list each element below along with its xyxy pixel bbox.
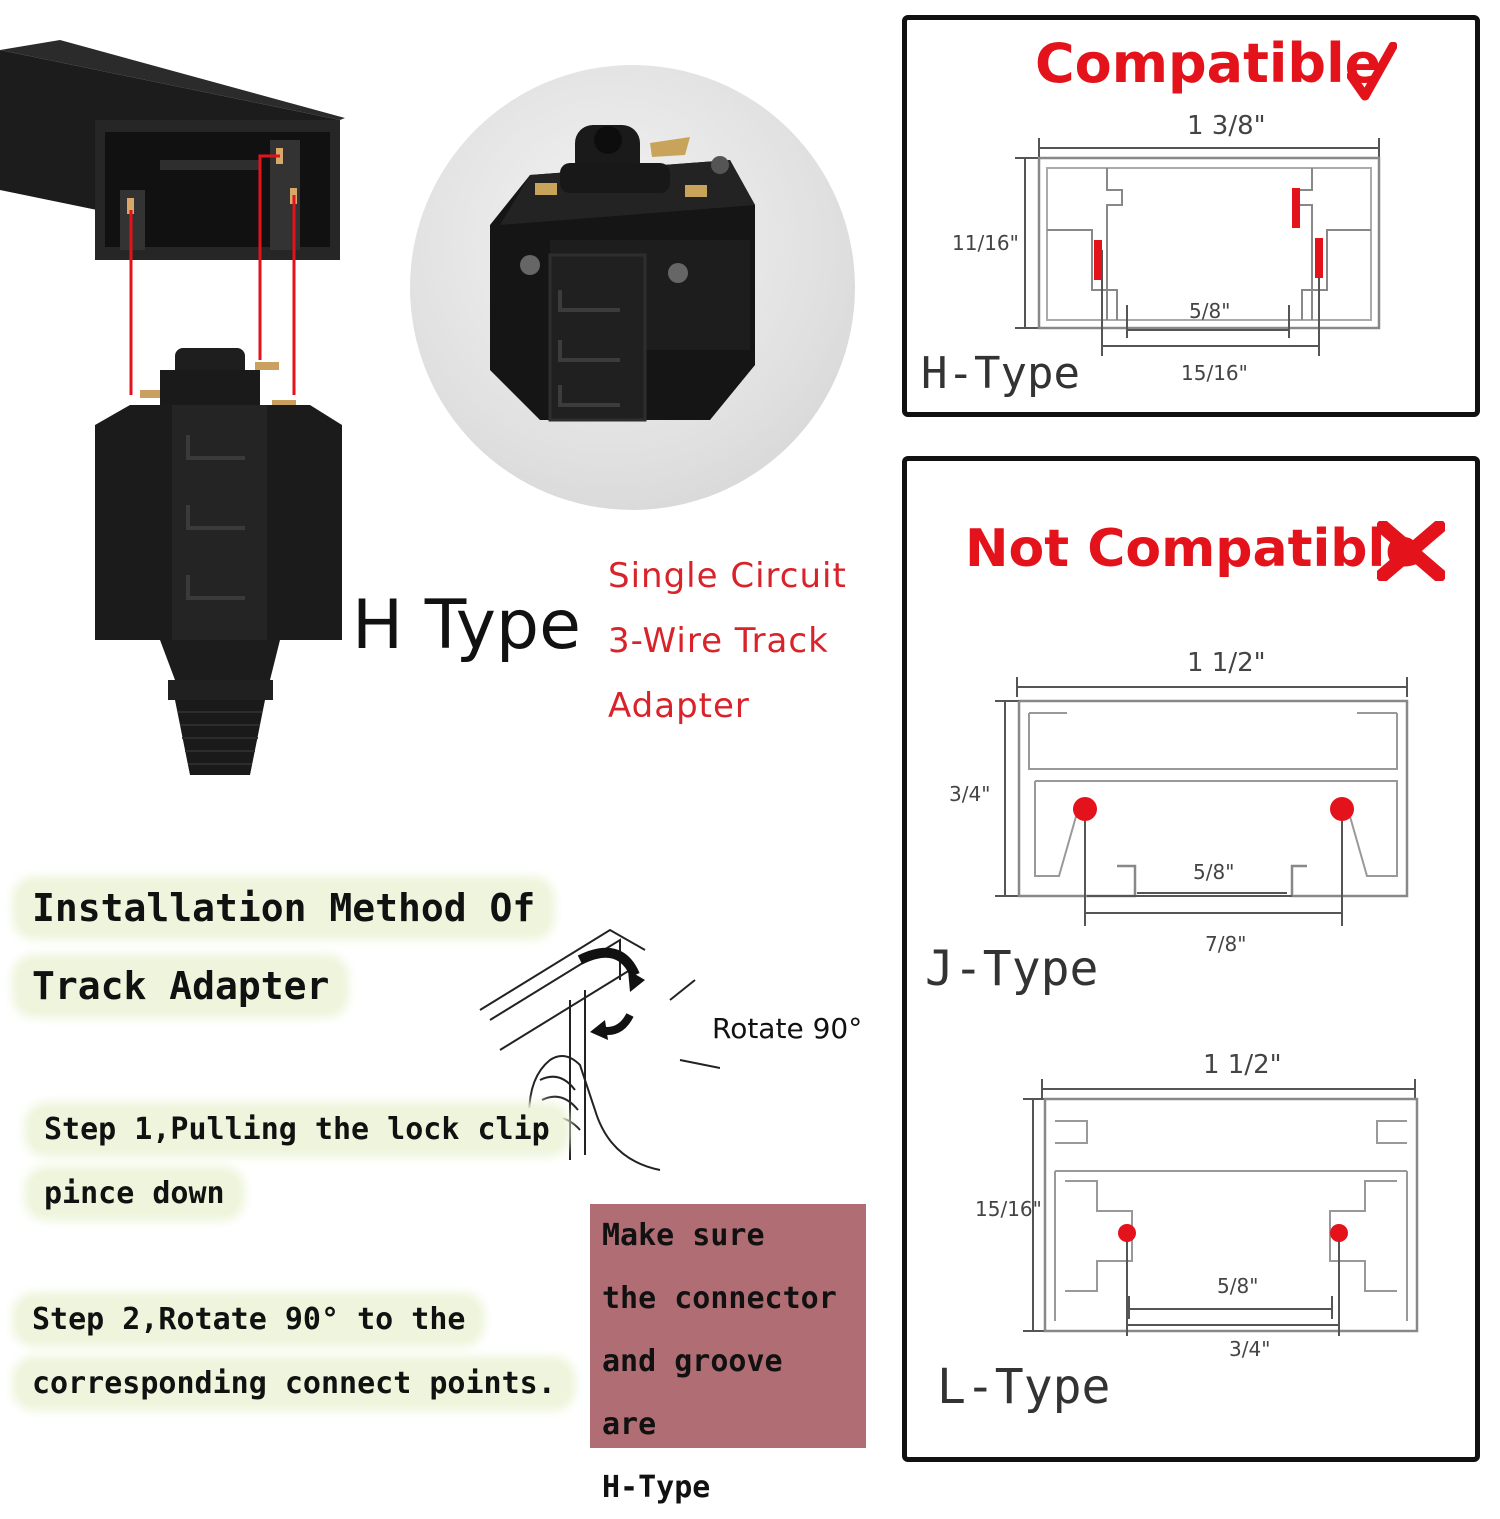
step-1-line-2: pince down [30,1172,239,1215]
note-box: Make sure the connector and groove are H… [590,1204,866,1505]
note-line-4: H-Type [602,1470,711,1505]
j-type-width-dim: 1 1/2" [1187,648,1266,678]
rotate-hand-illustration [479,928,720,1171]
adapter-photo [410,65,855,510]
h-type-inner-dim: 5/8" [1189,299,1230,323]
h-type-profile-diagram: 1 3/8" 11/16" 5/8" 15/16" [952,111,1381,385]
note-line-3: and groove are [602,1344,783,1442]
l-type-label: L-Type [937,1359,1111,1415]
not-compatible-panel: Not Compatible 1 1/2" 3/4" 5/8" 7/8" J-T… [902,456,1480,1462]
h-type-width-dim: 1 3/8" [1187,111,1266,141]
l-type-height-dim: 15/16" [975,1197,1042,1221]
note-line-1: Make sure [602,1218,765,1253]
l-type-inner-dim: 5/8" [1217,1274,1258,1298]
track-rail-illustration [0,40,350,780]
product-caption-line-1: Single Circuit [608,556,847,596]
installation-heading-line-2: Track Adapter [18,960,344,1012]
not-compatible-title: Not Compatible [965,519,1421,579]
j-type-outer-dim: 7/8" [1205,932,1246,956]
compatible-panel: Compatible 1 3/8" 11 [902,15,1480,417]
product-caption-line-3: Adapter [608,686,750,726]
note-line-2: the connector [602,1281,837,1316]
compatible-title: Compatible [1035,32,1382,95]
product-caption-line-2: 3-Wire Track [608,621,829,661]
cross-mark-icon [1377,521,1445,581]
h-type-height-dim: 11/16" [952,231,1019,255]
step-2-line-1: Step 2,Rotate 90° to the [18,1298,480,1341]
rotate-label: Rotate 90° [712,1012,863,1045]
step-1-line-1: Step 1,Pulling the lock clip [30,1108,564,1151]
check-mark-icon [1347,42,1397,101]
product-type-heading: H Type [352,586,581,665]
h-type-outer-dim: 15/16" [1181,361,1248,385]
step-2-line-2: corresponding connect points. [18,1362,570,1405]
j-type-height-dim: 3/4" [949,782,990,806]
installation-heading-line-1: Installation Method Of [18,882,550,934]
l-type-width-dim: 1 1/2" [1203,1050,1282,1080]
j-type-profile-diagram: 1 1/2" 3/4" 5/8" 7/8" [949,648,1409,956]
j-type-label: J-Type [925,941,1099,997]
l-type-outer-dim: 3/4" [1229,1337,1270,1361]
j-type-inner-dim: 5/8" [1193,860,1234,884]
l-type-profile-diagram: 1 1/2" 15/16" 5/8" 3/4" [975,1050,1419,1361]
h-type-label: H-Type [921,348,1080,399]
